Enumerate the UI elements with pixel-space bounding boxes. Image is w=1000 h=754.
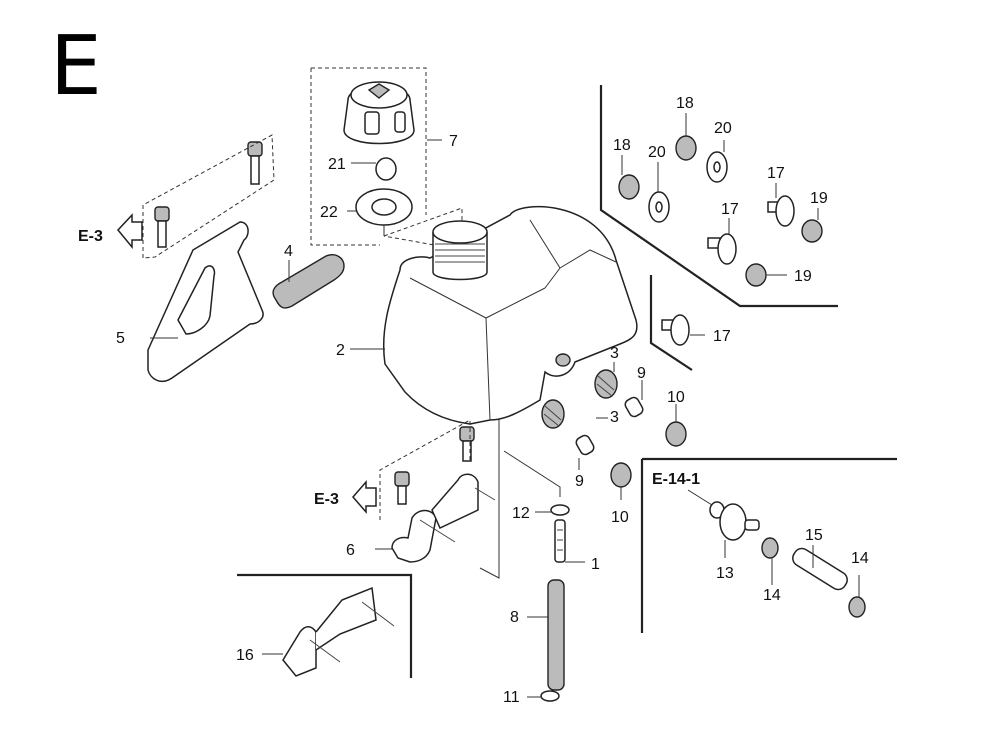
flange-bolt[interactable] (459, 426, 475, 462)
ref-e3-bottom[interactable]: E-3 (314, 491, 339, 508)
e14-1-inset-frame (640, 457, 897, 633)
damper-bracket[interactable] (282, 586, 395, 677)
callout-1: 1 (591, 556, 600, 573)
cap-guide (383, 207, 463, 251)
part16-inset-frame (237, 573, 413, 678)
flange-nut[interactable] (675, 135, 697, 161)
tank-outline-guide (479, 412, 500, 579)
callout-8: 8 (510, 609, 519, 626)
callout-2: 2 (336, 342, 345, 359)
callout-20: 20 (714, 120, 732, 137)
callout-11: 11 (503, 689, 520, 706)
ref-e3-top[interactable]: E-3 (78, 228, 103, 245)
callout-20: 20 (648, 144, 666, 161)
clip-11[interactable] (540, 690, 560, 702)
fuel-cap[interactable] (343, 81, 415, 145)
hardware-group-frame-lower (649, 275, 693, 371)
e3-bottom-arrow-icon (352, 479, 377, 515)
washer[interactable] (706, 151, 728, 183)
lower-bracket[interactable] (391, 473, 496, 563)
collar[interactable] (623, 396, 644, 419)
grommet[interactable] (541, 399, 565, 429)
cap-seal[interactable] (375, 157, 397, 181)
cap-group-box (310, 67, 427, 246)
e3-top-arrow-icon (117, 213, 143, 250)
nut[interactable] (665, 421, 687, 447)
hardware-group-frame (599, 85, 838, 308)
callout-17: 17 (713, 328, 731, 345)
grommet[interactable] (594, 369, 618, 399)
callout-14: 14 (763, 587, 781, 604)
bolt-17[interactable] (707, 233, 737, 265)
bolt-17[interactable] (767, 195, 795, 227)
callout-6: 6 (346, 542, 355, 559)
fuel-tube[interactable] (790, 545, 850, 592)
clip-12[interactable] (550, 504, 570, 516)
tank-bracket[interactable] (147, 221, 264, 382)
collar[interactable] (574, 434, 595, 457)
callout-4: 4 (284, 243, 293, 260)
callout-10: 10 (611, 509, 629, 526)
flange-bolt[interactable] (394, 471, 410, 505)
callout-10: 10 (667, 389, 685, 406)
callout-17: 17 (767, 165, 785, 182)
ref-e14-1[interactable]: E-14-1 (652, 471, 700, 488)
callout-16: 16 (236, 647, 254, 664)
hose-guide (503, 450, 561, 497)
callout-13: 13 (716, 565, 734, 582)
callout-22: 22 (320, 204, 338, 221)
callout-19: 19 (810, 190, 828, 207)
nut-19[interactable] (801, 219, 823, 243)
fuel-cock[interactable] (709, 501, 760, 541)
nut[interactable] (610, 462, 632, 488)
cap-gasket[interactable] (355, 188, 413, 236)
callout-9: 9 (575, 473, 584, 490)
e14-1-arrow-icon (687, 489, 713, 506)
callout-3: 3 (610, 345, 619, 362)
callout-17: 17 (721, 201, 739, 218)
callout-18: 18 (676, 95, 694, 112)
e3-bottom-guide (379, 419, 471, 520)
section-letter: E (50, 19, 102, 114)
fuel-tank[interactable] (382, 205, 638, 425)
bolt-17[interactable] (661, 314, 690, 346)
e3-top-guide (142, 134, 275, 259)
callout-15: 15 (805, 527, 823, 544)
callout-12: 12 (512, 505, 530, 522)
nut-19[interactable] (745, 263, 767, 287)
callout-5: 5 (116, 330, 125, 347)
flange-bolt[interactable] (247, 141, 263, 185)
callout-18: 18 (613, 137, 631, 154)
callout-3: 3 (610, 409, 619, 426)
flange-nut[interactable] (618, 174, 640, 200)
hose-clip[interactable] (761, 537, 779, 559)
hose-clip[interactable] (848, 596, 866, 618)
callout-7: 7 (449, 133, 458, 150)
washer[interactable] (648, 191, 670, 223)
callout-14: 14 (851, 550, 869, 567)
callout-21: 21 (328, 156, 346, 173)
flange-bolt[interactable] (154, 206, 170, 248)
callout-9: 9 (637, 365, 646, 382)
damper[interactable] (272, 254, 345, 309)
callout-19: 19 (794, 268, 812, 285)
fuel-hose[interactable] (547, 579, 565, 691)
fuel-filter-joint[interactable] (554, 519, 566, 563)
